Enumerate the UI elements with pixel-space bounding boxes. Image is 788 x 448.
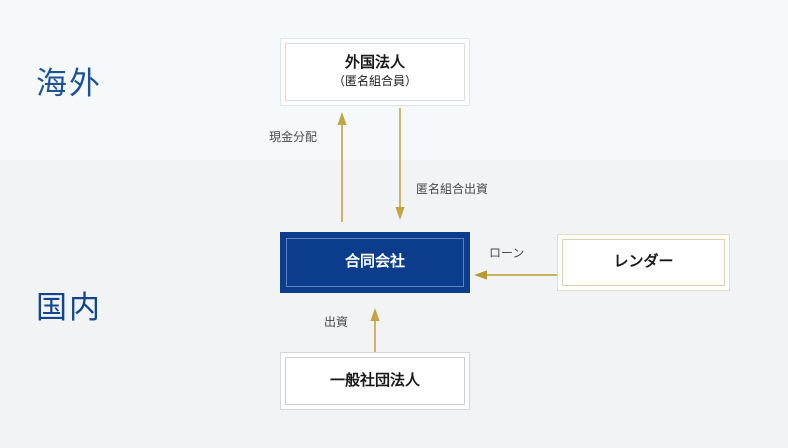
node-llc: 合同会社: [280, 232, 470, 293]
arrow-equity: [370, 308, 380, 354]
node-general-incorporated-association: 一般社団法人: [280, 352, 470, 410]
node-llc-inner: 合同会社: [286, 238, 464, 287]
node-foreign-corporation-subtitle: （匿名組合員）: [332, 74, 417, 89]
region-label-overseas: 海外: [36, 66, 102, 101]
node-foreign-corporation: 外国法人 （匿名組合員）: [280, 38, 470, 106]
edge-label-cash-distribution: 現金分配: [269, 130, 318, 144]
node-lender: レンダー: [557, 234, 730, 291]
edge-label-equity: 出資: [324, 315, 349, 329]
region-label-domestic: 国内: [36, 290, 102, 325]
node-foreign-corporation-title: 外国法人: [344, 54, 405, 72]
node-llc-title: 合同会社: [344, 253, 405, 271]
node-lender-inner: レンダー: [562, 239, 725, 286]
arrow-loan: [474, 270, 560, 280]
node-foreign-corporation-inner: 外国法人 （匿名組合員）: [285, 43, 465, 101]
node-general-incorporated-association-inner: 一般社団法人: [285, 357, 465, 405]
arrow-tk-investment: [395, 108, 405, 220]
edge-label-tk-investment: 匿名組合出資: [416, 182, 489, 196]
edge-label-loan: ローン: [489, 246, 525, 260]
node-general-incorporated-association-title: 一般社団法人: [329, 371, 420, 389]
node-lender-title: レンダー: [613, 253, 674, 271]
arrow-cash-distribution: [337, 112, 347, 222]
